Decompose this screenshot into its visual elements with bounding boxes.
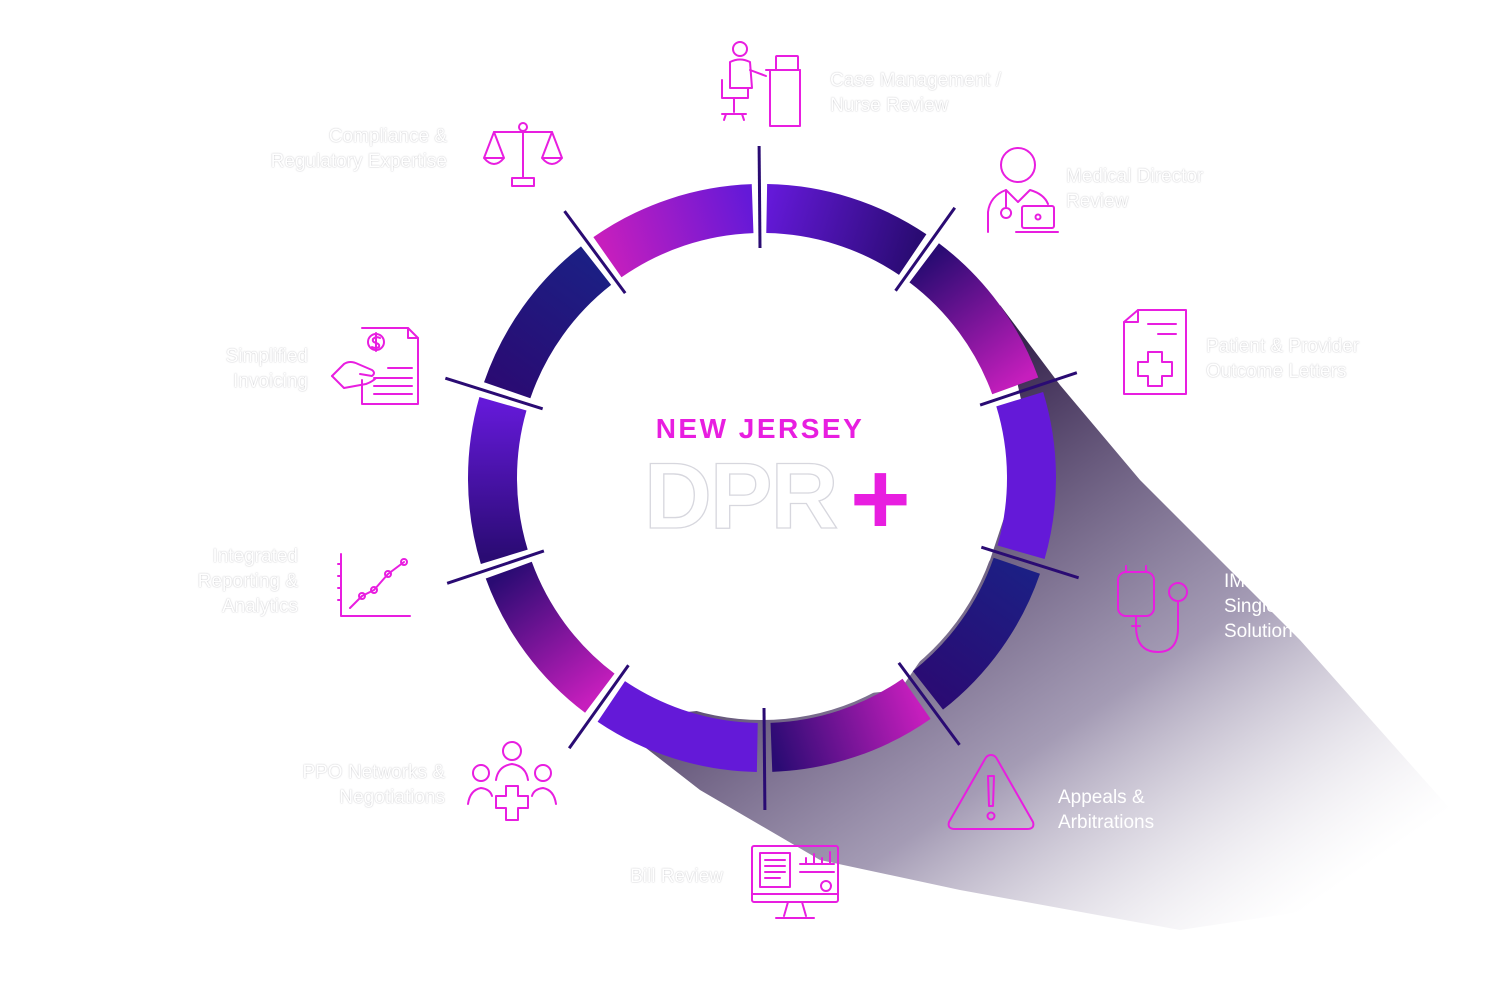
doctor-laptop-icon	[986, 146, 1060, 234]
label-line: Patient & Provider	[1206, 336, 1360, 357]
label-line: Outcome Letters	[1206, 361, 1347, 382]
label-line: Invoicing	[233, 371, 308, 392]
label-line: Review	[1066, 191, 1129, 212]
ring-divider-tick	[897, 661, 961, 746]
ring-divider-tick	[980, 545, 1080, 580]
label-line: Regulatory Expertise	[270, 151, 447, 172]
label-line: Bill Review	[630, 866, 723, 887]
medical-document-icon	[1122, 308, 1188, 396]
service-label-reporting: Integrated Reporting & Analytics	[198, 544, 298, 619]
scales-icon	[482, 122, 564, 188]
label-line: Appeals &	[1058, 787, 1145, 808]
service-label-invoicing: Simplified Invoicing	[226, 344, 308, 394]
line-chart-icon	[338, 554, 412, 618]
ring-segment	[468, 396, 528, 564]
ring-inner-disc	[520, 236, 1004, 720]
ring-segment	[770, 678, 931, 772]
ring-divider-tick	[894, 206, 957, 292]
iv-stethoscope-icon	[1114, 564, 1196, 656]
service-label-bill-review: Bill Review	[630, 864, 723, 889]
group-medical-icon	[466, 740, 558, 824]
ring-divider-tick	[762, 707, 767, 811]
label-line: Single	[1224, 596, 1277, 617]
label-line: Analytics	[221, 596, 298, 617]
ring-divider-tick	[757, 145, 762, 249]
label-line: Reporting &	[197, 571, 298, 592]
ring-divider-tick	[563, 210, 627, 295]
invoice-hand-icon	[330, 326, 422, 406]
service-label-case-management: Case Management / Nurse Review	[830, 68, 1001, 118]
ring-segment	[909, 243, 1039, 395]
ring-divider-tick	[444, 376, 544, 411]
state-label: NEW JERSEY	[655, 413, 865, 444]
label-line: Simplified	[225, 346, 308, 367]
ring-segment	[597, 681, 758, 772]
service-label-ime: IME – Single Solution	[1224, 569, 1293, 644]
ring-segment	[593, 184, 754, 278]
ring-segment	[485, 561, 615, 713]
label-line: Arbitrations	[1058, 812, 1155, 833]
service-label-medical-director: Medical Director Review	[1066, 164, 1203, 214]
service-label-ppo: PPO Networks & Negotiations	[302, 760, 445, 810]
logo-wordmark: DPR	[644, 450, 837, 540]
label-line: Nurse Review	[830, 95, 949, 116]
label-line: Solution	[1224, 621, 1293, 642]
ring-segment	[766, 184, 927, 275]
label-line: Integrated	[212, 546, 298, 567]
long-shadow	[610, 305, 1460, 930]
ring-segment	[484, 246, 612, 399]
label-line: Compliance &	[328, 126, 447, 147]
ring-divider-tick	[446, 549, 545, 585]
label-line: Medical Director	[1066, 166, 1204, 187]
service-label-patient-provider: Patient & Provider Outcome Letters	[1206, 334, 1359, 384]
bill-monitor-icon	[750, 844, 840, 924]
label-line: Case Management /	[830, 70, 1002, 91]
desk-worker-icon	[714, 40, 804, 128]
dpr-plus-logo: DPR +	[640, 450, 940, 540]
label-line: Negotiations	[339, 787, 445, 808]
warning-triangle-icon	[946, 752, 1036, 832]
service-label-appeals: Appeals & Arbitrations	[1058, 785, 1154, 835]
ring-divider-tick	[567, 664, 630, 750]
ring-segment	[912, 557, 1040, 710]
label-line: IME –	[1224, 571, 1274, 592]
service-label-compliance: Compliance & Regulatory Expertise	[271, 124, 447, 174]
ring-divider-tick	[979, 371, 1078, 407]
label-line: PPO Networks &	[302, 762, 445, 783]
ring-segment	[996, 392, 1056, 560]
logo-plus-icon: +	[850, 450, 911, 540]
